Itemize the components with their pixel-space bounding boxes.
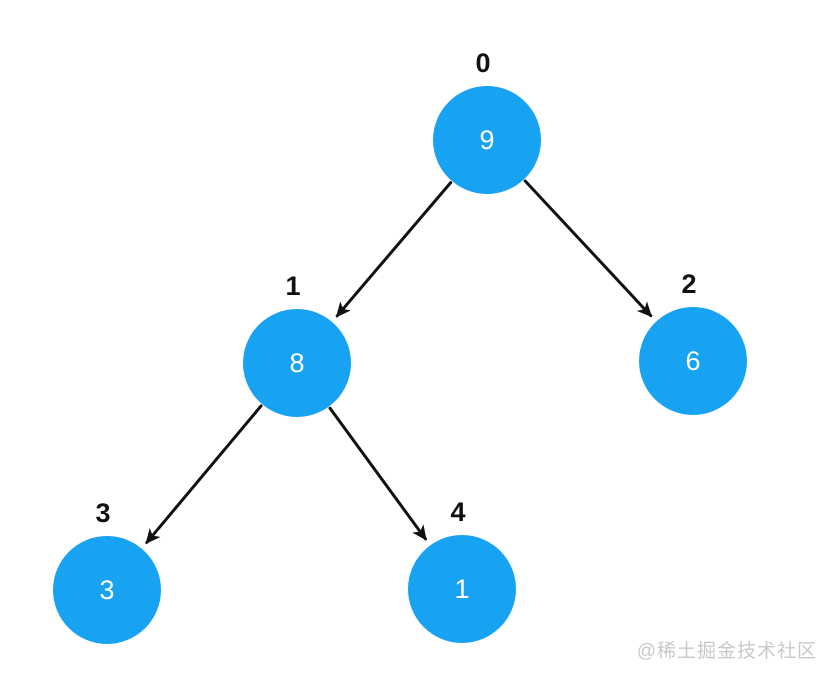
node-circle <box>408 535 516 643</box>
tree-node: 14 <box>408 497 516 643</box>
node-value: 3 <box>99 575 114 605</box>
node-index-label: 4 <box>450 497 465 527</box>
tree-node: 90 <box>433 48 541 194</box>
node-value: 8 <box>289 348 304 378</box>
node-circle <box>53 536 161 644</box>
tree-node: 81 <box>243 271 351 417</box>
edge-arrow <box>335 181 453 318</box>
tree-node: 62 <box>639 269 747 415</box>
node-index-label: 3 <box>95 498 110 528</box>
node-circle <box>433 86 541 194</box>
node-circle <box>243 309 351 417</box>
node-value: 6 <box>685 346 700 376</box>
edge-arrow <box>523 179 653 318</box>
node-value: 9 <box>479 125 494 155</box>
node-index-label: 2 <box>681 269 696 299</box>
tree-node: 33 <box>53 498 161 644</box>
node-index-label: 1 <box>285 271 300 301</box>
node-index-label: 0 <box>475 48 490 78</box>
edge-arrow <box>145 404 263 544</box>
node-value: 1 <box>454 574 469 604</box>
watermark: @稀土掘金技术社区 <box>636 641 817 662</box>
node-circle <box>639 307 747 415</box>
edge-arrow <box>328 406 427 541</box>
